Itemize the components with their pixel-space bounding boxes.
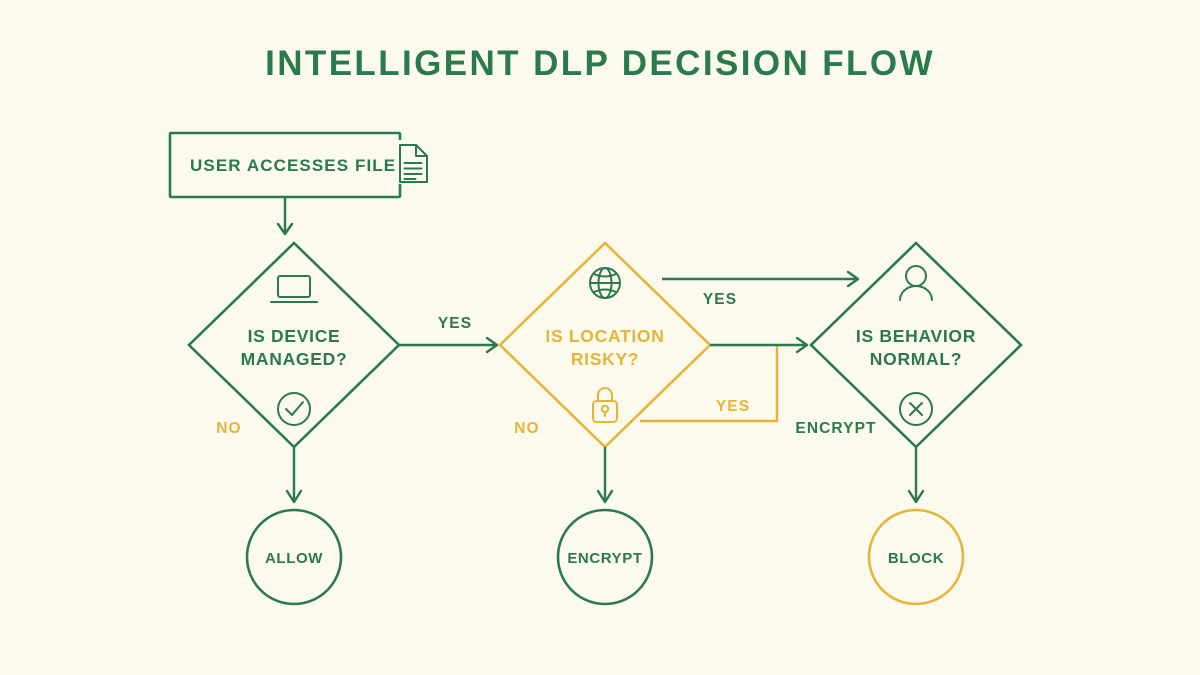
edge-label-device-no: NO [216, 420, 241, 437]
edge-label-location-no: NO [514, 420, 539, 437]
block-label: BLOCK [888, 550, 944, 567]
node-is-location-risky[interactable]: IS LOCATION RISKY? [498, 241, 712, 449]
check-circle-icon [276, 391, 312, 427]
connector-location-no-to-encrypt: NO [514, 420, 614, 504]
globe-icon [588, 266, 622, 300]
node-is-device-managed[interactable]: IS DEVICE MANAGED? [187, 241, 401, 449]
location-label-line1: IS LOCATION [545, 326, 664, 346]
device-label-line1: IS DEVICE [248, 326, 341, 346]
page-title: INTELLIGENT DLP DECISION FLOW [265, 44, 935, 83]
allow-label: ALLOW [265, 550, 323, 567]
node-start[interactable]: USER ACCESSES FILE [168, 131, 432, 199]
connector-location-yes-bottom-to-behavior: YES [640, 336, 809, 423]
encrypt-label: ENCRYPT [567, 550, 642, 567]
block-circle-outline [867, 508, 965, 606]
connector-device-yes-to-location: YES [399, 315, 499, 354]
node-block[interactable]: BLOCK [867, 508, 965, 606]
behavior-label-line2: NORMAL? [870, 349, 962, 369]
connector-start-to-device [276, 197, 294, 236]
node-encrypt[interactable]: ENCRYPT [556, 508, 654, 606]
allow-circle-outline [245, 508, 343, 606]
connector-behavior-to-block: ENCRYPT [795, 420, 925, 504]
edge-label-location-yes-bottom: YES [716, 398, 750, 415]
connector-location-yes-top-to-behavior: YES [662, 270, 860, 308]
node-is-behavior-normal[interactable]: IS BEHAVIOR NORMAL? [809, 241, 1023, 449]
x-circle-icon [898, 391, 934, 427]
edge-label-device-yes: YES [438, 315, 472, 332]
behavior-label-line1: IS BEHAVIOR [856, 326, 976, 346]
document-icon [396, 140, 432, 184]
edge-label-behavior-encrypt: ENCRYPT [795, 420, 876, 437]
node-allow[interactable]: ALLOW [245, 508, 343, 606]
person-icon [899, 265, 933, 301]
lock-icon [588, 387, 622, 427]
laptop-icon [270, 275, 318, 303]
start-box-label: USER ACCESSES FILE [190, 156, 396, 175]
location-label-line2: RISKY? [571, 349, 639, 369]
encrypt-circle-outline [556, 508, 654, 606]
edge-label-location-yes-top: YES [703, 291, 737, 308]
device-label-line2: MANAGED? [241, 349, 348, 369]
connector-device-no-to-allow: NO [216, 420, 303, 504]
